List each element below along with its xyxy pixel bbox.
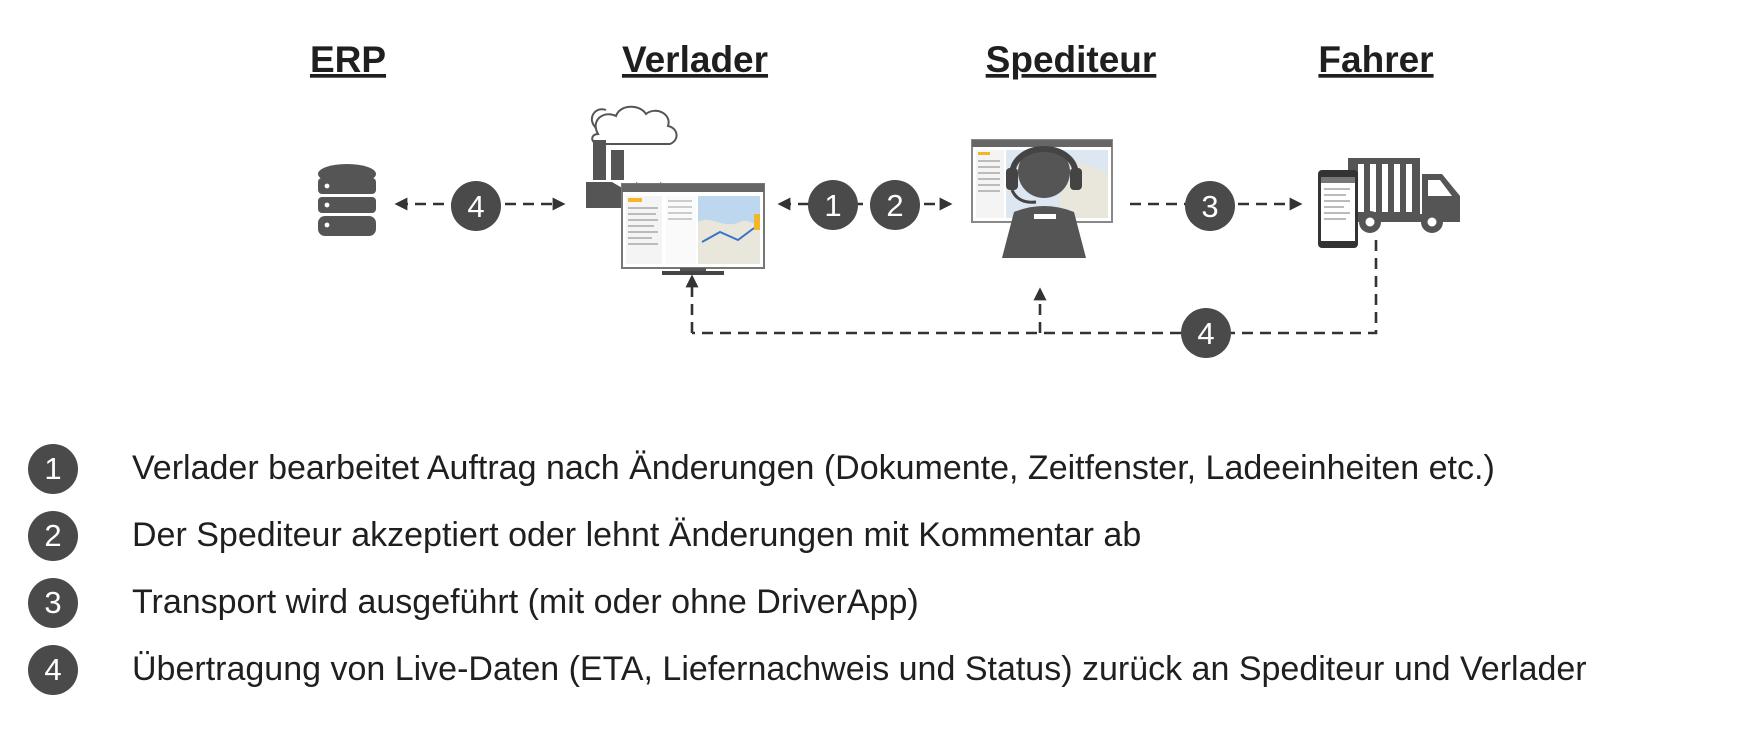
- truck-icon: [1348, 158, 1460, 233]
- legend-text: Übertragung von Live-Daten (ETA, Liefern…: [132, 650, 1587, 688]
- legend-item-3: 3 Transport wird ausgeführt (mit oder oh…: [28, 569, 1587, 636]
- legend-text: Verlader bearbeitet Auftrag nach Änderun…: [132, 449, 1495, 487]
- process-diagram: ERP Verlader Spediteur Fahrer: [310, 39, 1460, 358]
- svg-text:4: 4: [467, 189, 484, 224]
- legend-number-badge: 1: [28, 443, 78, 494]
- legend-item-1: 1 Verlader bearbeitet Auftrag nach Änder…: [28, 435, 1587, 502]
- heading-erp: ERP: [310, 39, 386, 80]
- svg-text:1: 1: [824, 188, 841, 223]
- legend-text: Transport wird ausgeführt (mit oder ohne…: [132, 583, 919, 621]
- badge-step-2: 2: [870, 180, 920, 230]
- legend-item-4: 4 Übertragung von Live-Daten (ETA, Liefe…: [28, 636, 1587, 703]
- legend-item-2: 2 Der Spediteur akzeptiert oder lehnt Än…: [28, 502, 1587, 569]
- heading-spediteur: Spediteur: [986, 39, 1157, 80]
- legend-text: Der Spediteur akzeptiert oder lehnt Ände…: [132, 516, 1142, 554]
- svg-text:4: 4: [1197, 316, 1214, 351]
- heading-verlader: Verlader: [622, 39, 768, 80]
- svg-text:3: 3: [1201, 189, 1218, 224]
- legend: 1 Verlader bearbeitet Auftrag nach Änder…: [28, 435, 1587, 703]
- legend-number-badge: 3: [28, 577, 78, 628]
- monitor-icon: [621, 183, 765, 275]
- badge-return-live: 4: [1181, 308, 1231, 358]
- badge-step-3: 3: [1185, 181, 1235, 231]
- dispatcher-headset-icon: [1002, 146, 1086, 258]
- legend-number-badge: 2: [28, 510, 78, 561]
- smartphone-icon: [1318, 170, 1358, 248]
- svg-text:2: 2: [886, 188, 903, 223]
- badge-step-1: 1: [808, 180, 858, 230]
- legend-number-badge: 4: [28, 644, 78, 695]
- badge-erp-verlader: 4: [451, 181, 501, 231]
- arrow-return-line: [692, 240, 1378, 335]
- heading-fahrer: Fahrer: [1318, 39, 1433, 80]
- database-icon: [318, 164, 376, 236]
